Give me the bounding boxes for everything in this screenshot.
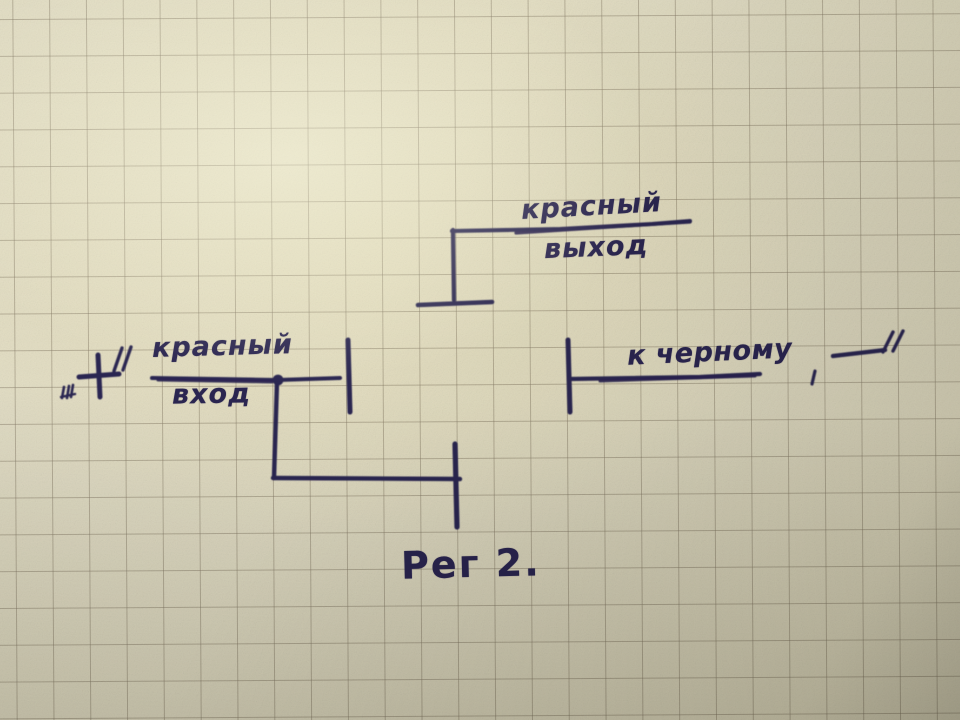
label-left-input-line1: красный — [151, 329, 294, 364]
top-vertical-wire — [450, 227, 457, 303]
right-wire — [566, 371, 763, 383]
right-quote-icon — [881, 329, 905, 354]
right-terminal-bar — [565, 337, 573, 415]
left-scribble-mark — [59, 383, 77, 400]
plus-sign-icon — [76, 352, 122, 400]
minus-sign-icon — [830, 347, 888, 359]
middle-upper-terminal-bar — [345, 337, 353, 415]
label-top-output-line2: выход — [543, 229, 649, 266]
middle-lower-wire — [270, 475, 463, 482]
label-left-input-line2: вход — [171, 378, 252, 411]
left-quote-icon — [112, 345, 133, 373]
top-bottom-terminal-bar — [415, 299, 495, 308]
caption-reg-2: Рег 2. — [400, 540, 542, 588]
right-comma-icon — [810, 369, 817, 386]
middle-vertical-wire — [271, 379, 280, 481]
middle-lower-terminal-bar — [452, 441, 460, 530]
